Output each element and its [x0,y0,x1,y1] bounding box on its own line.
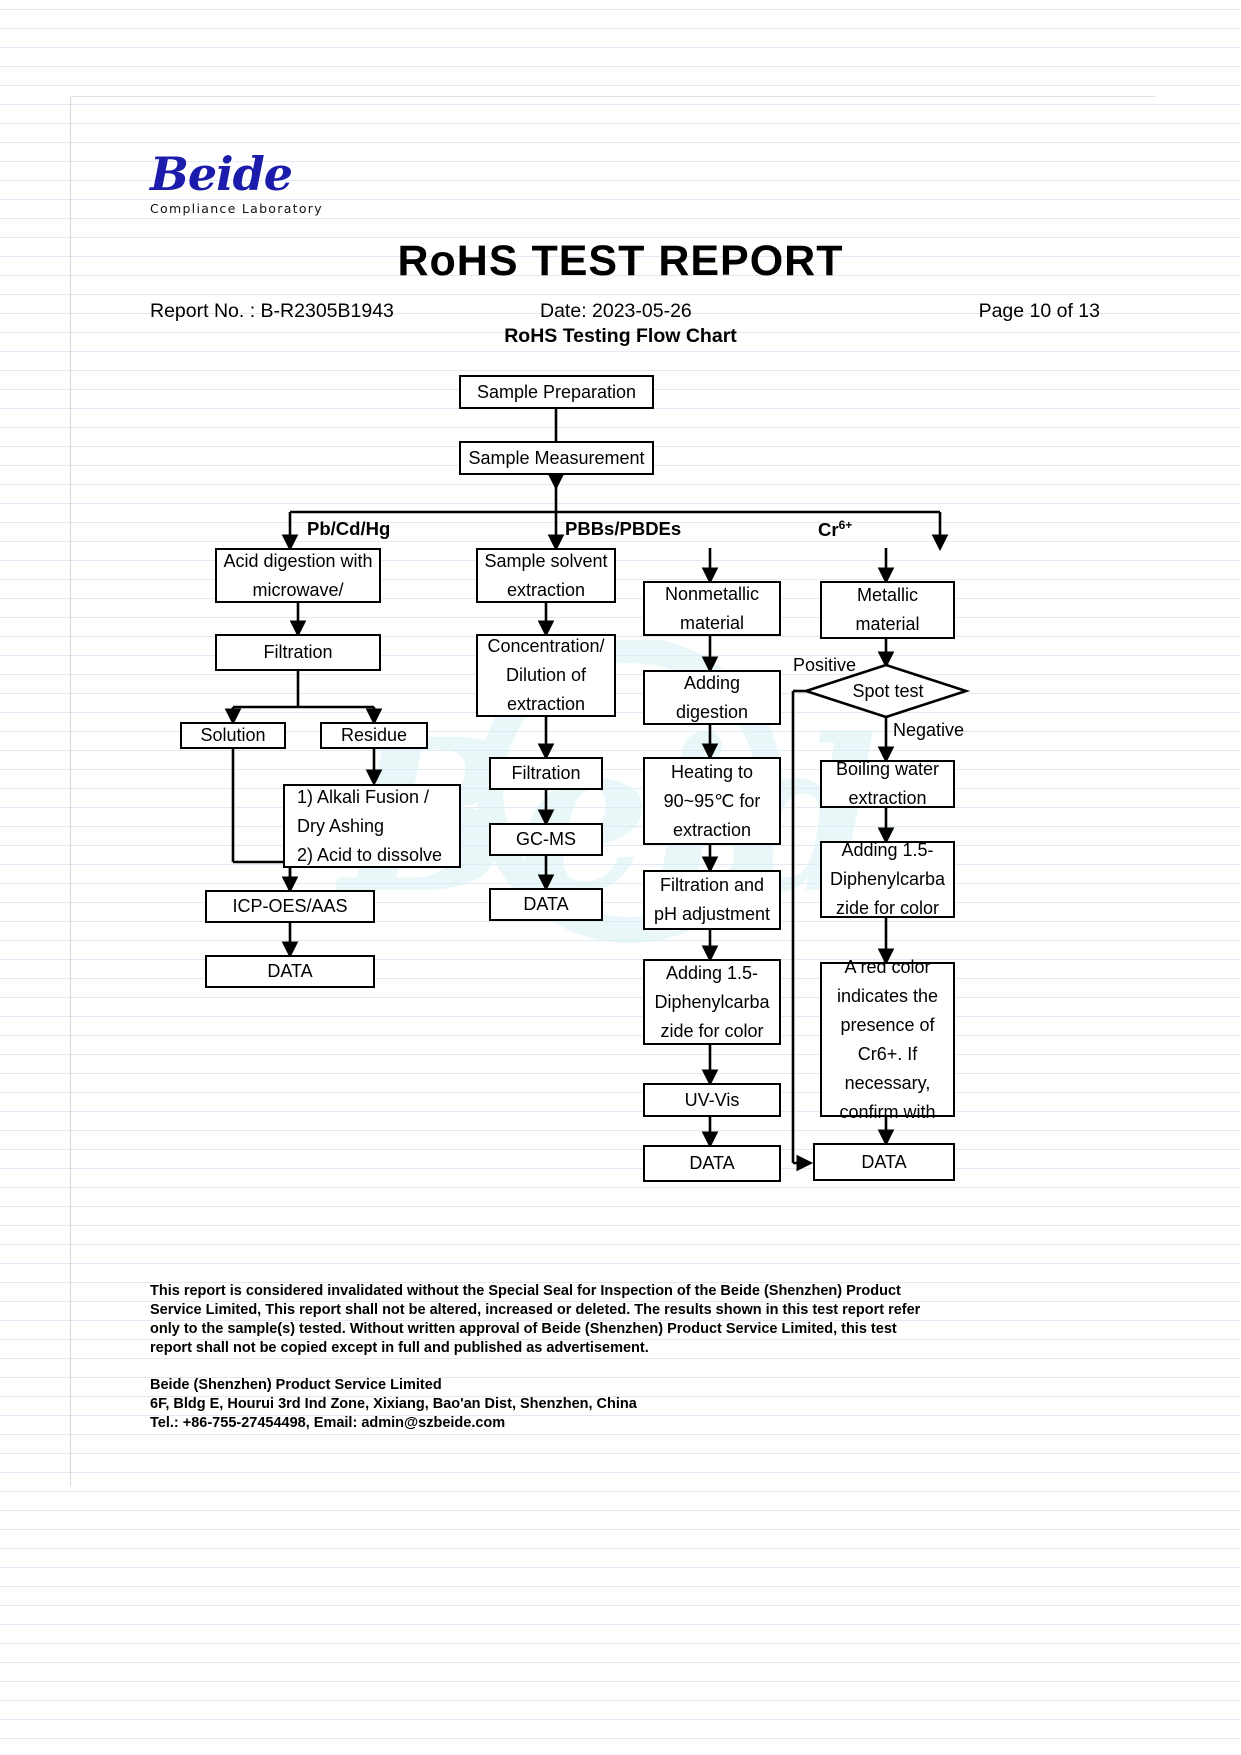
node-spot-test-label: Spot test [836,676,940,706]
footer-disclaimer-line-2: Service Limited, This report shall not b… [150,1302,921,1318]
node-label: Filtration [263,642,333,662]
node-sample-preparation: Sample Preparation [459,375,654,409]
branch-label-middle: PBBs/PBDEs [565,518,682,539]
node-sample-measurement: Sample Measurement [459,441,654,475]
report-date: Date: 2023-05-26 [540,300,692,322]
node-label: DATA [523,894,569,914]
node-label: Residue [340,725,408,745]
node-residue: Residue [320,722,428,749]
node-data-left: DATA [205,955,375,988]
node-label: DATA [861,1151,907,1172]
node-label: Sample Preparation [476,381,637,402]
footer-address: 6F, Bldg E, Hourui 3rd Ind Zone, Xixiang… [150,1396,637,1412]
sheet-edge-top [70,96,1155,97]
page-title: RoHS TEST REPORT [397,237,844,285]
edge-label-positive: Positive [793,655,857,675]
node-label: Solution [200,725,266,745]
footer-disclaimer-line-3: only to the sample(s) tested. Without wr… [150,1321,897,1337]
node-label: DATA [267,961,313,981]
brand-name: Beide [150,147,293,201]
footer-disclaimer-line-4: report shall not be copied except in ful… [150,1340,649,1356]
node-label: Filtration [511,763,581,783]
node-filtration-middle: Filtration [489,757,603,790]
node-icp-oes-aas: ICP-OES/AAS [205,890,375,923]
branch-label-left: Pb/Cd/Hg [307,518,391,539]
node-label: UV-Vis [684,1089,740,1110]
cr-superscript: 6+ [838,518,853,532]
sheet-edge-left [70,96,71,1486]
brand-tagline: Compliance Laboratory [150,201,323,216]
section-subtitle: RoHS Testing Flow Chart [504,325,737,347]
brand-logo: Beide Compliance Laboratory [150,148,365,216]
node-solution: Solution [180,722,286,749]
node-label: Spot test [852,680,924,701]
node-label: GC-MS [516,829,576,849]
report-number: Report No. : B-R2305B1943 [150,300,394,322]
node-uv-vis: UV-Vis [643,1083,781,1117]
edge-label-negative: Negative [893,720,965,740]
footer: This report is considered invalidated wi… [150,1282,1050,1433]
branch-label-right: Cr6+ [818,518,853,541]
node-filtration-left: Filtration [215,634,381,671]
page-number: Page 10 of 13 [978,300,1100,322]
node-data-middle: DATA [489,888,603,921]
footer-disclaimer-line-1: This report is considered invalidated wi… [150,1283,901,1299]
node-label: ICP-OES/AAS [232,896,348,916]
footer-contact: Tel.: +86-755-27454498, Email: admin@szb… [150,1415,506,1431]
node-label: DATA [689,1153,735,1173]
node-gc-ms: GC-MS [489,823,603,856]
node-data-right: DATA [813,1143,955,1181]
footer-company: Beide (Shenzhen) Product Service Limited [150,1377,442,1393]
node-data-nonmetallic: DATA [643,1145,781,1182]
node-label: Sample Measurement [468,447,645,468]
